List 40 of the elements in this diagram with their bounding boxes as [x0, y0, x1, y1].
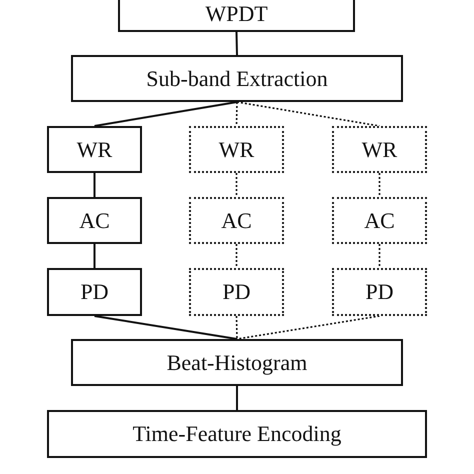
- box-label: Beat-Histogram: [166, 350, 308, 376]
- connector-line: [94, 244, 96, 268]
- dotted-connector: [236, 101, 380, 127]
- box-label: WR: [76, 136, 112, 162]
- dotted-process-box: [332, 268, 427, 316]
- box-label: Time-Feature Encoding: [132, 421, 342, 447]
- box-label: PD: [80, 279, 109, 305]
- box-label: PD: [222, 279, 251, 305]
- dotted-connector: [236, 315, 380, 340]
- dotted-process-box: [189, 126, 284, 173]
- dotted-process-box: [332, 126, 427, 173]
- process-box: [47, 197, 142, 244]
- connector-line: [236, 32, 238, 56]
- dotted-connector: [378, 173, 380, 197]
- process-box: [47, 268, 142, 316]
- dotted-process-box: [332, 197, 427, 244]
- connector-line: [94, 101, 238, 127]
- connector-line: [94, 173, 96, 197]
- box-label: AC: [364, 208, 395, 234]
- box-label: PD: [365, 279, 394, 305]
- process-box: [47, 410, 427, 458]
- dotted-connector: [378, 244, 380, 268]
- box-label: AC: [79, 208, 110, 234]
- dotted-connector: [236, 244, 238, 268]
- box-label: WR: [362, 136, 398, 162]
- connector-line: [94, 315, 238, 340]
- dotted-connector: [236, 173, 238, 197]
- box-label: WR: [218, 136, 254, 162]
- connector-line: [236, 386, 238, 410]
- process-box: [118, 0, 355, 32]
- box-label: AC: [221, 208, 252, 234]
- process-box: [71, 339, 403, 386]
- dotted-process-box: [189, 197, 284, 244]
- dotted-process-box: [189, 268, 284, 316]
- dotted-connector: [236, 316, 238, 340]
- dotted-connector: [236, 102, 238, 126]
- process-box: [47, 126, 142, 173]
- box-label: Sub-band Extraction: [146, 66, 328, 92]
- box-label: WPDT: [205, 1, 268, 27]
- process-box: [71, 55, 403, 102]
